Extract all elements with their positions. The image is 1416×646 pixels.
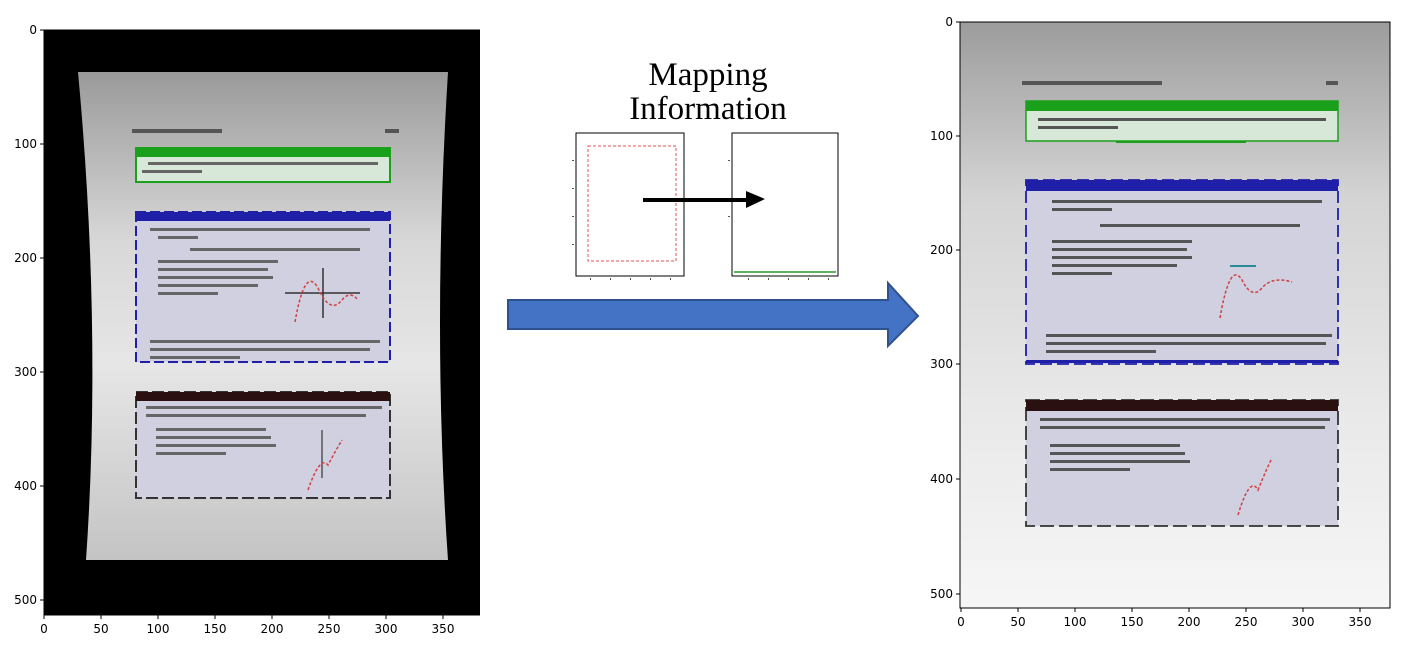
x-tick-label: 0: [957, 615, 965, 629]
x-tick-label: 350: [1349, 615, 1372, 629]
y-axis-left: 0 100 200 300 400 500: [14, 23, 44, 607]
y-tick-label: 200: [14, 251, 37, 265]
y-tick-label: 0: [29, 23, 37, 37]
x-tick-label: 200: [261, 622, 284, 636]
x-tick-label: 200: [1178, 615, 1201, 629]
x-tick-label: 50: [93, 622, 108, 636]
blue-box: [1025, 179, 1339, 365]
x-tick-label: 100: [1064, 615, 1087, 629]
y-tick-label: 300: [930, 357, 953, 371]
dark-box: [1025, 399, 1339, 527]
distorted-document-plot: 0 50 100 150 200 250 300 350 0 100 200 3…: [14, 23, 480, 636]
x-tick-label: 100: [147, 622, 170, 636]
x-tick-label: 150: [204, 622, 227, 636]
source-map-thumbnail: [572, 132, 685, 280]
mapping-caption: Mapping Information: [618, 58, 798, 126]
caption-line-2: Information: [629, 91, 787, 127]
y-tick-label: 100: [14, 137, 37, 151]
y-tick-label: 300: [14, 365, 37, 379]
y-tick-label: 500: [930, 587, 953, 601]
y-tick-label: 500: [14, 593, 37, 607]
x-tick-label: 300: [375, 622, 398, 636]
x-tick-label: 50: [1010, 615, 1025, 629]
rectified-document-plot: 0 50 100 150 200 250 300 350 0 100 200 3…: [930, 15, 1391, 629]
caption-line-1: Mapping: [648, 57, 768, 93]
blue-box: [135, 211, 391, 363]
x-tick-label: 250: [318, 622, 341, 636]
y-tick-label: 400: [14, 479, 37, 493]
transform-arrow-icon: [507, 280, 920, 349]
x-tick-label: 300: [1292, 615, 1315, 629]
x-axis-left: 0 50 100 150 200 250 300 350: [40, 615, 454, 636]
x-axis-right: 0 50 100 150 200 250 300 350: [957, 608, 1371, 629]
x-tick-label: 350: [432, 622, 455, 636]
y-tick-label: 400: [930, 472, 953, 486]
x-tick-label: 150: [1121, 615, 1144, 629]
y-tick-label: 0: [945, 15, 953, 29]
mapping-illustration: [507, 132, 920, 349]
x-tick-label: 0: [40, 622, 48, 636]
y-tick-label: 100: [930, 129, 953, 143]
mapping-arrow-icon: [643, 191, 765, 208]
green-box: [1025, 100, 1339, 143]
y-axis-right: 0 100 200 300 400 500: [930, 15, 960, 601]
green-box: [135, 147, 391, 183]
y-tick-label: 200: [930, 243, 953, 257]
x-tick-label: 250: [1235, 615, 1258, 629]
dark-box: [135, 391, 391, 499]
target-map-thumbnail: [728, 132, 839, 280]
